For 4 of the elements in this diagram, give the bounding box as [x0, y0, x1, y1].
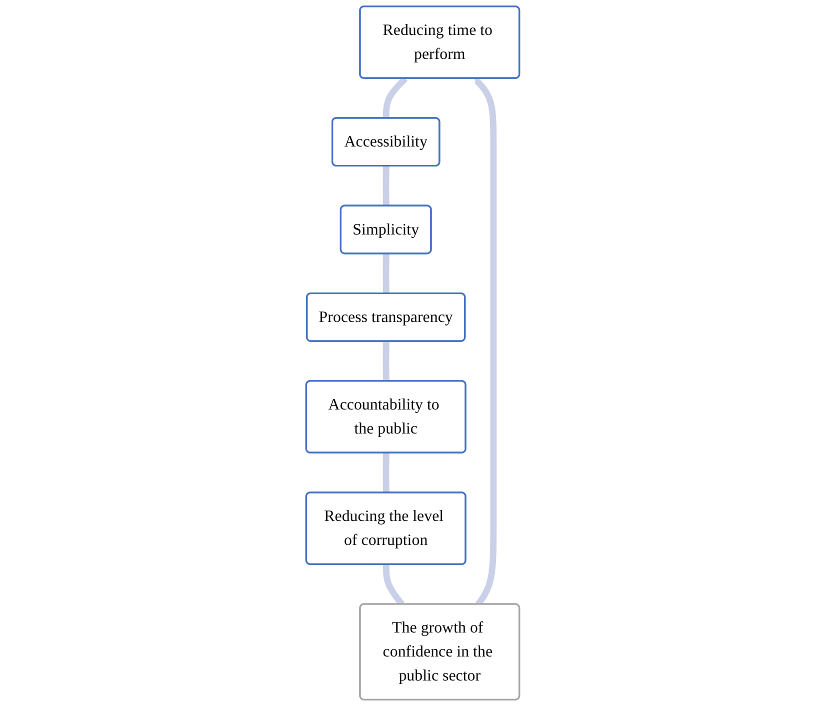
connector: [382, 452, 390, 493]
connector: [382, 254, 390, 294]
connector: [382, 166, 390, 206]
connector: [382, 341, 390, 382]
